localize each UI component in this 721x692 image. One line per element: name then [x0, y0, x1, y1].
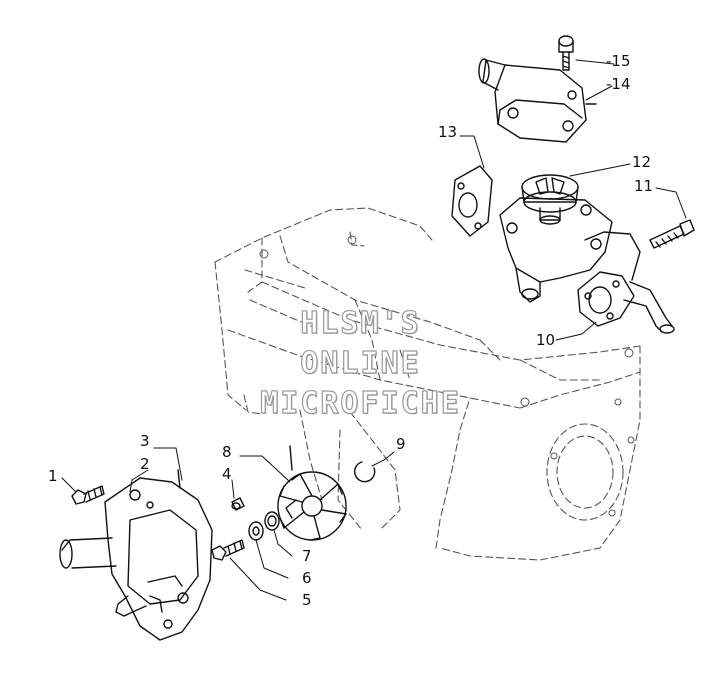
thermostat-cover [478, 58, 597, 143]
pump-inlet-pipe [59, 537, 117, 569]
callout-4: 4 [222, 465, 232, 483]
bolt-1 [71, 485, 105, 505]
bolt-5 [211, 539, 245, 561]
callout-3: 3 [140, 432, 150, 450]
pump-bypass-pipe [115, 595, 163, 617]
callout-13: 13 [438, 123, 458, 141]
callout-15: -15 [606, 52, 631, 70]
seal-7 [264, 511, 280, 531]
thermostat-housing [499, 197, 641, 303]
washer-6 [248, 521, 264, 541]
snap-ring-9 [353, 461, 376, 483]
callout-14: -14 [606, 75, 631, 93]
pin-4 [231, 497, 245, 511]
callout-8: 8 [222, 443, 232, 461]
callout-12: 12 [632, 153, 652, 171]
engine-bolt-bosses [259, 235, 635, 517]
engine-block-outline [214, 207, 641, 561]
watermark-line-1: HLSM'S [300, 305, 421, 341]
leader-lines [61, 59, 687, 601]
gasket-13 [451, 165, 493, 237]
callout-5: 5 [302, 591, 312, 609]
callout-7: 7 [302, 547, 312, 565]
water-pump-cover [104, 469, 213, 641]
callout-10: 10 [536, 331, 556, 349]
bolt-15 [558, 35, 574, 71]
impeller-8 [277, 445, 347, 541]
callout-2: 2 [140, 455, 150, 473]
callout-6: 6 [302, 569, 312, 587]
callout-1: 1 [48, 467, 58, 485]
outlet-elbow-10 [577, 271, 675, 334]
bolt-11 [649, 219, 695, 249]
watermark-line-2: ONLINE [300, 345, 421, 381]
watermark-line-3: MICROFICHE [260, 385, 461, 421]
callout-9: 9 [396, 435, 406, 453]
callout-11: 11 [634, 177, 654, 195]
